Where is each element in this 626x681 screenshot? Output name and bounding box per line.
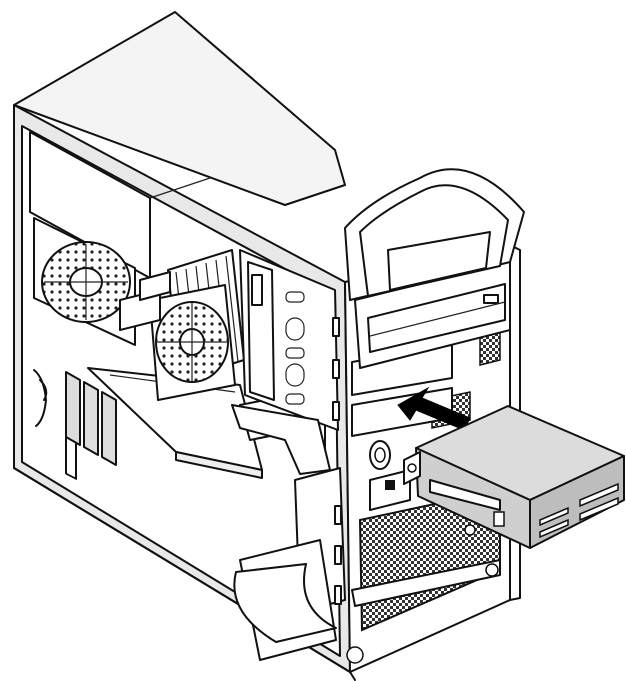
hard-drive-bay	[233, 467, 346, 661]
expansion-slot-covers	[65, 371, 117, 480]
card-reader-slots	[539, 482, 619, 539]
card-reader	[403, 405, 625, 549]
bezel-tabs	[332, 317, 342, 605]
case-top-panel	[13, 11, 346, 206]
rear-case-fan	[33, 217, 136, 346]
optical-drive	[354, 261, 511, 369]
bezel-handle	[344, 168, 525, 301]
cpu-cooler	[149, 249, 245, 401]
drive-cage	[239, 249, 339, 431]
cable-clip	[33, 369, 48, 427]
drive-bracket	[231, 404, 331, 475]
